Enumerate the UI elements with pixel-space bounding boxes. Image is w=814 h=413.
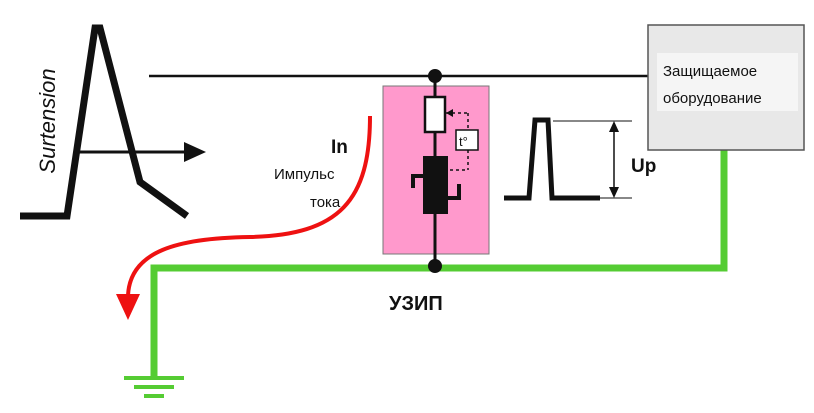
protected-equipment-label-panel [657, 53, 798, 111]
spd-top-terminal [428, 69, 442, 83]
ground-symbol-icon [124, 376, 184, 398]
thermal-label: t° [459, 134, 468, 149]
current-label: In [331, 137, 348, 158]
thermal-link-arrowhead [446, 109, 453, 117]
varistor-element [423, 156, 448, 214]
thermal-fuse [423, 95, 447, 134]
equipment-label-line2: оборудование [663, 90, 762, 107]
equipment-label-line1: Защищаемое [663, 63, 757, 80]
current-description-line1: Импульс [274, 166, 335, 183]
surge-label: Surtension [35, 68, 60, 173]
impulse-current-path [126, 115, 372, 299]
varistor-characteristic-line [411, 174, 461, 200]
current-description-line2: тока [310, 194, 341, 211]
residual-voltage-pulse [504, 117, 600, 201]
thermal-sensor-box [455, 129, 479, 151]
voltage-dimension-arrow-down [609, 187, 619, 198]
device-label: УЗИП [389, 293, 443, 315]
impulse-current-arrowhead [116, 294, 140, 320]
voltage-label: Up [631, 156, 656, 177]
spd-bottom-terminal [428, 259, 442, 273]
surge-direction-arrowhead [184, 142, 206, 162]
surge-impulse-waveform [20, 24, 190, 220]
voltage-dimension-arrow-up [609, 121, 619, 132]
